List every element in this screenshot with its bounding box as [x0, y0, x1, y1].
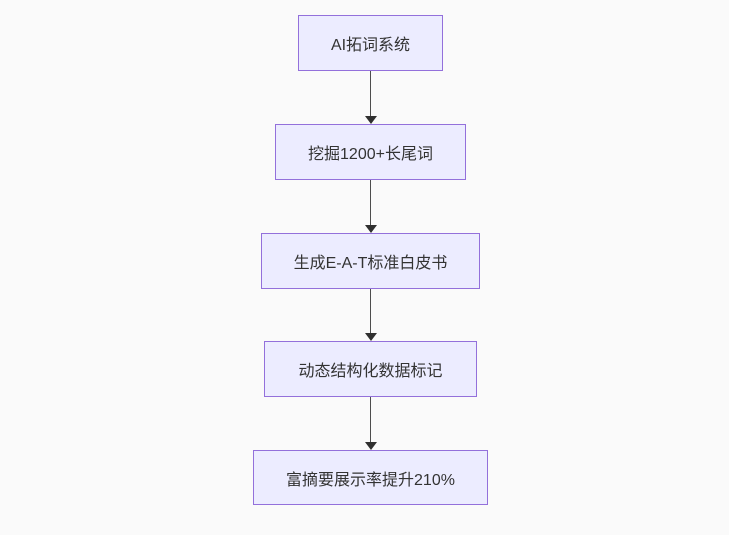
node-label: 生成E-A-T标准白皮书 [293, 255, 448, 272]
arrow-down-icon [364, 442, 377, 450]
arrow-down-icon [364, 225, 377, 233]
flowchart-node-eat-whitepaper: 生成E-A-T标准白皮书 [261, 233, 480, 289]
flowchart-edge-4 [364, 397, 377, 450]
node-label: 富摘要展示率提升210% [286, 471, 455, 489]
flowchart-node-structured-data-markup: 动态结构化数据标记 [264, 341, 477, 397]
edge-line [369, 397, 372, 442]
flowchart-node-longtail-keywords: 挖掘1200+长尾词 [275, 124, 466, 180]
arrow-down-icon [364, 333, 377, 341]
flowchart-edge-2 [364, 180, 377, 233]
flowchart-node-ai-word-expansion: AI拓词系统 [298, 15, 443, 71]
node-label: AI拓词系统 [330, 37, 411, 54]
node-label: 动态结构化数据标记 [298, 363, 443, 380]
flowchart-edge-3 [364, 289, 377, 341]
node-label: 挖掘1200+长尾词 [308, 146, 433, 163]
flowchart-edge-1 [364, 71, 377, 124]
edge-line [369, 289, 372, 333]
edge-line [369, 180, 372, 225]
arrow-down-icon [364, 116, 377, 124]
flowchart-node-rich-snippet-rate: 富摘要展示率提升210% [253, 450, 488, 505]
edge-line [369, 71, 372, 116]
